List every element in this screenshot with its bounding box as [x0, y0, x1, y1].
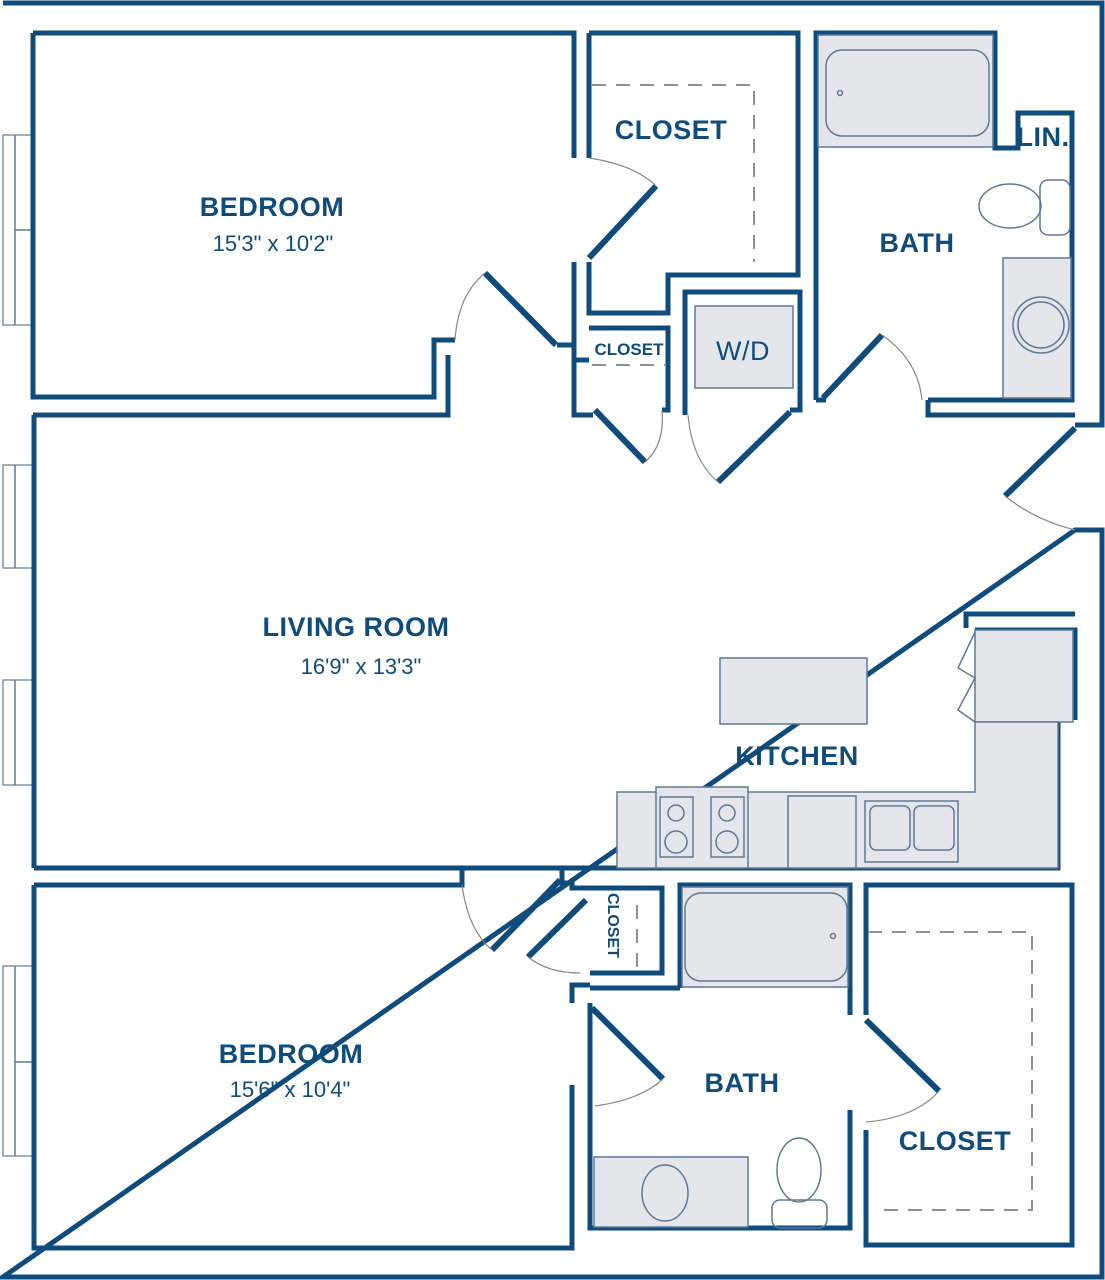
living-room-label: LIVING ROOM: [262, 612, 450, 642]
kitchen-label: KITCHEN: [735, 741, 859, 771]
vanity-top: [1002, 257, 1072, 399]
bath-top-label: BATH: [879, 228, 955, 258]
bath-bottom-walls: [587, 882, 853, 1231]
bath-bottom-label: BATH: [704, 1068, 780, 1098]
bathtub-bottom: [684, 892, 848, 982]
closet-small-label: CLOSET: [594, 340, 664, 359]
bedroom-top-walls: [30, 30, 577, 418]
closet-top-label: CLOSET: [614, 115, 728, 145]
linen-closet-label: LIN.: [1016, 122, 1070, 152]
entry-door: [1002, 425, 1078, 499]
vanity-bottom: [593, 1156, 749, 1228]
bedroom-top-dimensions: 15'3" x 10'2": [212, 231, 334, 256]
stove: [655, 786, 749, 869]
closet-bottom-label: CLOSET: [898, 1126, 1012, 1156]
closet-bottom-walls: [863, 882, 1075, 1248]
bedroom-top-door: [482, 270, 559, 348]
washer-dryer-label: W/D: [716, 336, 770, 366]
bedroom-bottom-dimensions: 15'6" x 10'4": [229, 1077, 351, 1102]
toilet-top: [978, 183, 1042, 229]
kitchen-walls: [31, 415, 1078, 871]
kitchen-island: [719, 657, 868, 725]
closet-vertical-walls: [559, 870, 665, 976]
dishwasher: [787, 795, 857, 869]
closet-top-walls: [586, 30, 801, 316]
closet-small-walls: [571, 325, 671, 418]
bedroom-top-label: BEDROOM: [199, 192, 345, 222]
toilet-bottom: [776, 1137, 822, 1203]
washer-dryer: [694, 305, 794, 389]
wd-closet-walls: [682, 289, 803, 415]
bathtub-top: [825, 49, 990, 137]
windows: [2, 134, 34, 1157]
refrigerator: [974, 629, 1074, 723]
kitchen-sink: [864, 800, 959, 863]
closet-vertical-label: CLOSET: [604, 893, 621, 958]
living-room-dimensions: 16'9" x 13'3": [300, 654, 422, 679]
bath-top-walls: [813, 30, 1075, 403]
bedroom-bottom-label: BEDROOM: [218, 1039, 364, 1069]
